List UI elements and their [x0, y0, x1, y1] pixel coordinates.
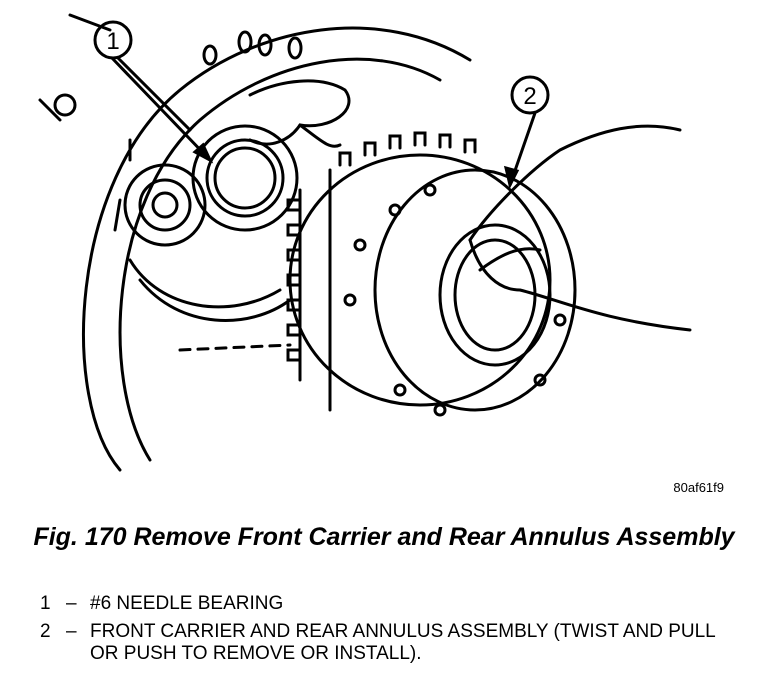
- right-hand: [468, 124, 682, 242]
- legend-dash: –: [66, 593, 77, 614]
- housing-outline: [82, 26, 472, 472]
- housing-inner-outline: [118, 57, 442, 462]
- legend-text: #6 NEEDLE BEARING: [90, 593, 284, 614]
- legend-item: 2 – FRONT CARRIER AND REAR ANNULUS ASSEM…: [40, 621, 740, 665]
- transmission-drawing: 1 2: [38, 13, 692, 472]
- needle-bearing: [191, 124, 299, 232]
- figure-caption: Fig. 170 Remove Front Carrier and Rear A…: [33, 523, 735, 551]
- callout-1-number: 1: [106, 28, 119, 55]
- callout-2-number: 2: [523, 83, 536, 110]
- legend-item: 1 – #6 NEEDLE BEARING: [40, 593, 740, 615]
- callout-2-circle: [510, 75, 550, 115]
- upper-hand: [248, 79, 351, 146]
- legend-text: FRONT CARRIER AND REAR ANNULUS ASSEMBLY …: [90, 621, 716, 664]
- technical-illustration: 1 2: [38, 13, 692, 472]
- callout-1-arrow: [110, 56, 212, 162]
- legend-dash: –: [66, 621, 77, 642]
- legend-number: 1: [40, 593, 51, 614]
- image-code: 80af61f9: [673, 480, 724, 495]
- legend-number: 2: [40, 621, 51, 642]
- legend: 1 – #6 NEEDLE BEARING 2 – FRONT CARRIER …: [40, 593, 740, 671]
